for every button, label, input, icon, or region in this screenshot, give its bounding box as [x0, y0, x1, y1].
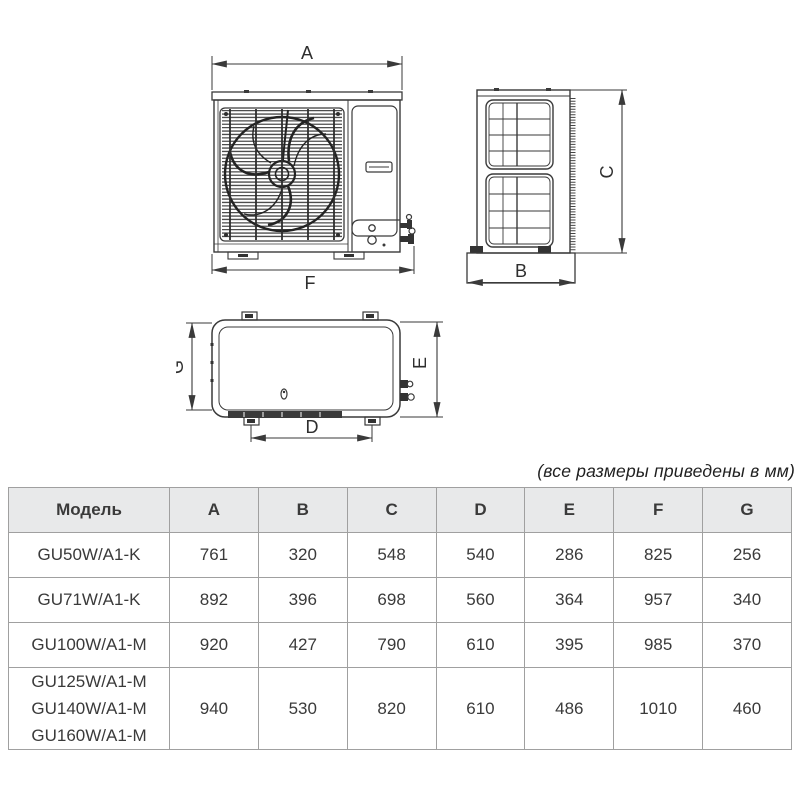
- header-c: C: [346, 487, 437, 533]
- table-cell: 370: [702, 622, 792, 668]
- handle-knob: [280, 388, 288, 400]
- fan-grille: [219, 107, 345, 242]
- table-row: GU125W/A1-M GU140W/A1-M GU160W/A1-M 940 …: [8, 667, 792, 750]
- table-cell: 761: [169, 532, 259, 578]
- cabinet-top: [211, 319, 401, 418]
- model-cell: GU100W/A1-M: [8, 622, 170, 668]
- header-a: A: [169, 487, 259, 533]
- table-row: GU100W/A1-M 920 427 790 610 395 985 370: [8, 622, 792, 668]
- grille-panel: [485, 99, 554, 170]
- table-cell: 920: [169, 622, 259, 668]
- valve-fittings: [400, 380, 415, 401]
- dim-label-e: E: [410, 357, 430, 369]
- header-b: B: [257, 487, 348, 533]
- header-e: E: [524, 487, 615, 533]
- table-cell: 610: [435, 667, 526, 750]
- units-note: (все размеры приведены в мм): [537, 461, 795, 481]
- header-f: F: [613, 487, 704, 533]
- table-cell: 320: [257, 532, 348, 578]
- side-view-drawing: B C: [466, 88, 627, 287]
- cabinet-top-cap: [211, 91, 403, 101]
- table-cell: 530: [257, 667, 348, 750]
- table-cell: 698: [346, 577, 437, 623]
- table-cell: 1010: [613, 667, 704, 750]
- table-cell: 548: [346, 532, 437, 578]
- table-cell: 940: [169, 667, 259, 750]
- top-view-drawing: G E D: [176, 311, 443, 442]
- grille-edge-band: [228, 411, 342, 418]
- valve-compartment: [351, 219, 400, 252]
- service-panel: [351, 105, 398, 237]
- table-cell: 486: [524, 667, 615, 750]
- table-row: GU71W/A1-K 892 396 698 560 364 957 340: [8, 577, 792, 623]
- cabinet-body: [213, 99, 401, 253]
- table-cell: 790: [346, 622, 437, 668]
- table-cell: 427: [257, 622, 348, 668]
- dim-label-b: B: [515, 261, 527, 281]
- dim-label-g: G: [176, 360, 187, 374]
- header-model: Модель: [8, 487, 170, 533]
- table-cell: 460: [702, 667, 792, 750]
- header-d: D: [435, 487, 526, 533]
- dimensions-table: Модель A B C D E F G GU50W/A1-K 761 320 …: [8, 487, 792, 750]
- table-header-row: Модель A B C D E F G: [8, 487, 792, 533]
- table-cell: 610: [435, 622, 526, 668]
- table-cell: 286: [524, 532, 615, 578]
- header-g: G: [702, 487, 792, 533]
- model-cell: GU50W/A1-K: [8, 532, 170, 578]
- panel-handle: [365, 161, 393, 173]
- table-cell: 985: [613, 622, 704, 668]
- valve-fittings: [400, 213, 416, 244]
- table-cell: 540: [435, 532, 526, 578]
- model-cell: GU71W/A1-K: [8, 577, 170, 623]
- table-cell: 825: [613, 532, 704, 578]
- table-cell: 892: [169, 577, 259, 623]
- model-name: GU160W/A1-M: [31, 726, 147, 745]
- front-view-drawing: A: [211, 46, 416, 292]
- table-cell: 820: [346, 667, 437, 750]
- table-cell: 340: [702, 577, 792, 623]
- mounting-feet: [241, 311, 381, 426]
- model-name: GU140W/A1-M: [31, 699, 147, 718]
- model-cell: GU125W/A1-M GU140W/A1-M GU160W/A1-M: [8, 667, 170, 750]
- grille-panel: [485, 173, 554, 248]
- dim-label-c: C: [597, 166, 617, 179]
- dim-label-a: A: [301, 46, 313, 63]
- table-cell: 396: [257, 577, 348, 623]
- table-cell: 395: [524, 622, 615, 668]
- table-row: GU50W/A1-K 761 320 548 540 286 825 256: [8, 532, 792, 578]
- table-cell: 364: [524, 577, 615, 623]
- dim-label-f: F: [305, 273, 316, 292]
- table-cell: 957: [613, 577, 704, 623]
- table-cell: 256: [702, 532, 792, 578]
- model-name: GU125W/A1-M: [31, 672, 147, 691]
- foot: [333, 251, 365, 260]
- dim-label-d: D: [306, 417, 319, 437]
- cabinet-side: [476, 89, 571, 254]
- table-cell: 560: [435, 577, 526, 623]
- foot: [227, 251, 259, 260]
